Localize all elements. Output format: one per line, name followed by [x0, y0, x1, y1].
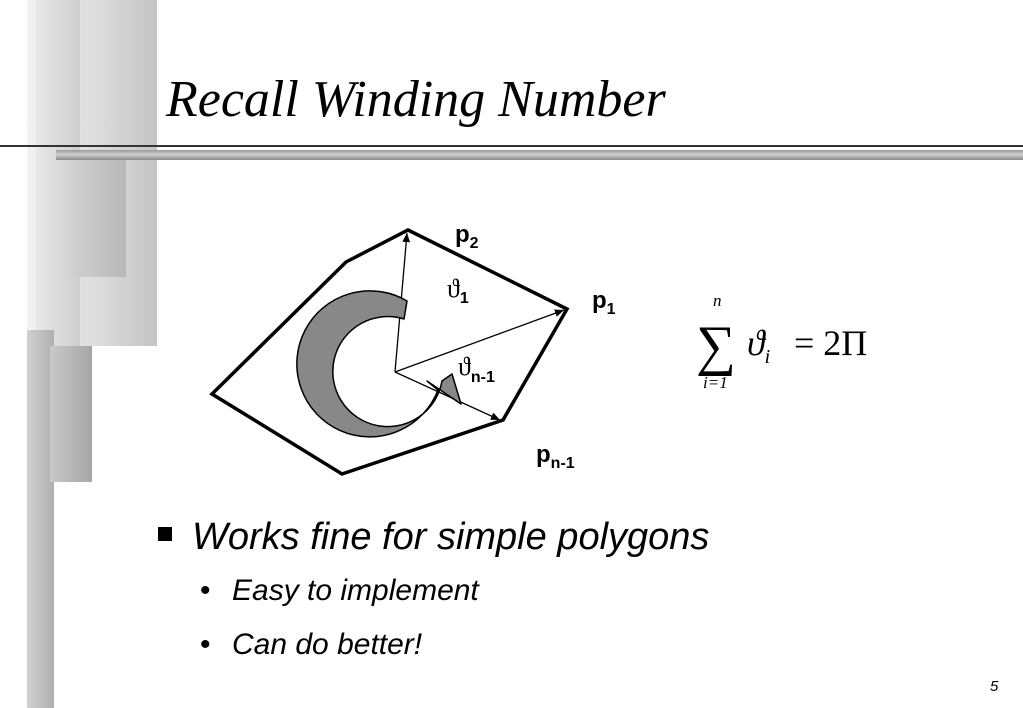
label-thetan-1: ϑn-1 — [458, 352, 495, 386]
bullet-dot-icon: • — [200, 574, 211, 607]
decorative-bar — [27, 330, 54, 708]
page-number: 5 — [990, 678, 999, 695]
bullet-dot-icon: • — [200, 628, 211, 661]
winding-arrow — [296, 290, 462, 438]
bullet-sub-1: • Easy to implement — [200, 574, 479, 608]
decorative-bar — [50, 346, 92, 482]
label-theta1: ϑ1 — [447, 274, 469, 307]
label-p2: p2 — [455, 221, 479, 252]
formula-upper-limit: n — [713, 291, 722, 310]
winding-sum-formula: n ∑ i=1 ϑi = 2Π — [696, 291, 867, 392]
formula-rhs: = 2Π — [794, 323, 867, 363]
title-underline-bar — [56, 150, 1023, 160]
label-p1: p1 — [592, 287, 616, 318]
bullet-sub-2: • Can do better! — [200, 628, 422, 662]
bullet-sub-text: Can do better! — [232, 628, 423, 661]
formula-sum-symbol: ∑ — [696, 315, 736, 377]
bullet-main: Works fine for simple polygons — [158, 516, 709, 559]
decorative-bar — [66, 150, 126, 277]
formula-term: ϑi — [747, 323, 770, 368]
ray-to-p1 — [394, 309, 565, 373]
bullet-sub-text: Easy to implement — [232, 574, 479, 607]
title-rule — [0, 145, 1023, 147]
label-pn-1: pn-1 — [536, 441, 575, 472]
bullet-square-icon — [158, 527, 172, 541]
bullet-main-text: Works fine for simple polygons — [192, 516, 710, 558]
ray-to-pn-1 — [394, 371, 501, 421]
slide-title: Recall Winding Number — [166, 71, 666, 128]
formula-lower-limit: i=1 — [703, 373, 728, 392]
polygon-outline — [209, 228, 570, 476]
